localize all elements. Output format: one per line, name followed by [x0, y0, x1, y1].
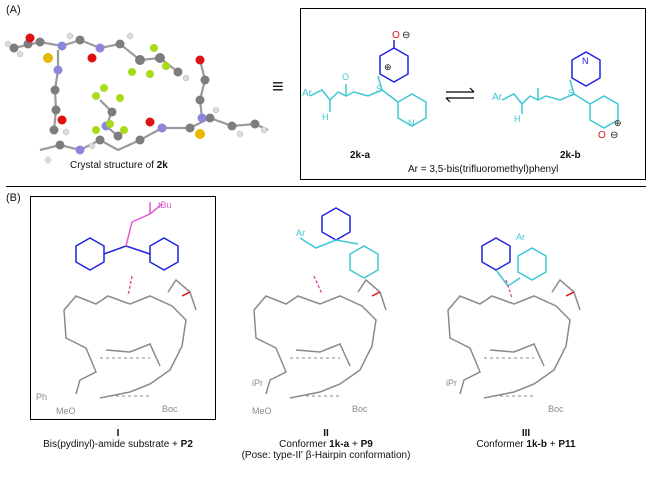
- panel-b-label: (B): [6, 192, 21, 204]
- conformer-box: [300, 8, 646, 180]
- meo-label-i: MeO: [56, 406, 76, 416]
- ar-label-ii: Ar: [296, 228, 305, 238]
- minus-charge-b: ⊖: [610, 130, 619, 141]
- conformer-b-label: 2k-b: [560, 150, 581, 161]
- s-label-a: S: [376, 84, 383, 94]
- ipr-label-iii: iPr: [446, 378, 457, 388]
- plus-charge-b: ⊕: [614, 118, 622, 128]
- minus-charge-a: ⊖: [402, 30, 411, 41]
- pyridine-n-label-a: N: [408, 118, 415, 128]
- equivalence-symbol: ≡: [272, 76, 284, 98]
- n-oxide-o-label-b: O: [598, 130, 606, 141]
- section-divider: [6, 186, 646, 187]
- ar-definition: Ar = 3,5-bis(trifluoromethyl)phenyl: [408, 164, 559, 175]
- ipr-label-ii: iPr: [252, 378, 263, 388]
- ph-label-i: Ph: [36, 392, 48, 402]
- caption-i: I Bis(pydinyl)-amide substrate + P2: [43, 428, 193, 450]
- caption-iii: III Conformer 1k-b + P11: [476, 428, 576, 450]
- caption-ii: II Conformer 1k-a + P9 (Pose: type-II' β…: [241, 428, 411, 461]
- nh-h-label-a: H: [322, 112, 329, 122]
- ar-nh-label-iii: Ar: [516, 232, 525, 242]
- o-label-a: O: [342, 72, 350, 82]
- boc-label-i: Boc: [162, 404, 178, 414]
- ar-label-a: Ar: [302, 88, 312, 99]
- tbu-label: tBu: [158, 200, 172, 210]
- nh-h-label-b: H: [514, 114, 521, 124]
- panel-a-label: (A): [6, 4, 21, 16]
- pyridine-n-label-b: N: [582, 56, 589, 66]
- ar-label-b: Ar: [492, 92, 502, 103]
- boc-label-iii: Boc: [548, 404, 564, 414]
- crystal-caption: Crystal structure of 2k: [70, 160, 168, 171]
- boc-label-ii: Boc: [352, 404, 368, 414]
- n-oxide-o-label-a: O: [392, 30, 400, 41]
- s-label-b: S: [568, 88, 575, 98]
- structure-i-box: [30, 196, 216, 420]
- conformer-a-label: 2k-a: [350, 150, 371, 161]
- meo-label-ii: MeO: [252, 406, 272, 416]
- plus-charge-a: ⊕: [384, 62, 392, 72]
